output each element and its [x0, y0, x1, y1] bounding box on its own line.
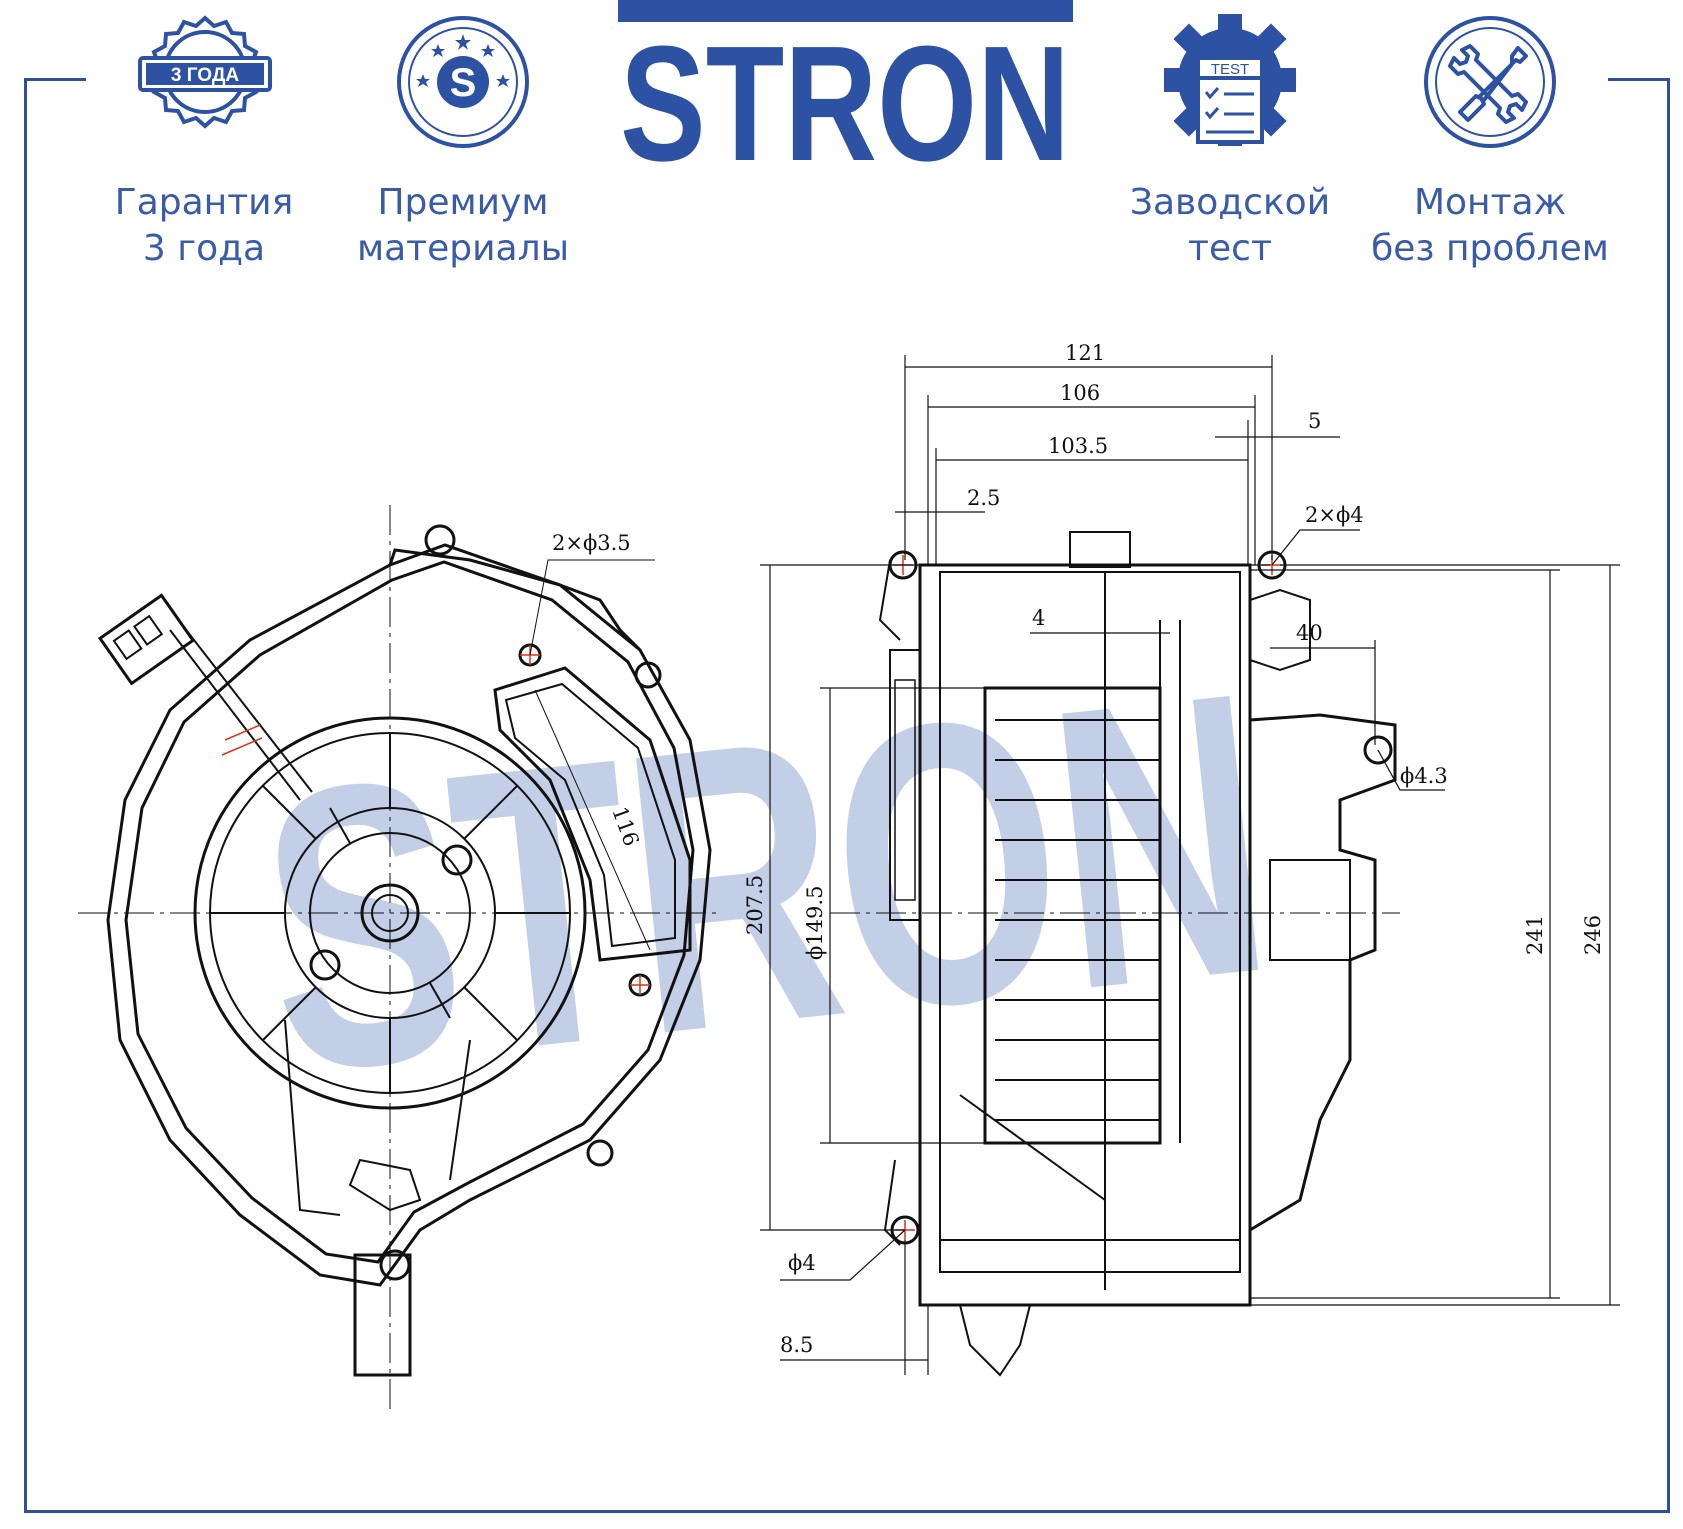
- factory-test-gear-icon: TEST: [1160, 8, 1300, 153]
- watermark-text: STRON: [245, 608, 1286, 1157]
- warranty-badge-text: 3 ГОДА: [171, 65, 239, 86]
- front-view: [78, 505, 720, 1410]
- feature-mounting: Монтаж без проблем: [1360, 180, 1620, 272]
- frame-top-right: [1608, 78, 1670, 81]
- frame-left: [24, 78, 27, 1513]
- stron-logo: STRON: [618, 0, 1073, 195]
- feature-warranty: Гарантия 3 года: [104, 180, 304, 272]
- frame-bottom: [24, 1510, 1670, 1513]
- feature-test-line1: Заводской: [1129, 182, 1331, 223]
- feature-warranty-line2: 3 года: [142, 228, 266, 269]
- feature-mounting-line1: Монтаж: [1413, 182, 1567, 223]
- feature-premium-line1: Премиум: [377, 182, 549, 223]
- dim-offset-left: 2.5: [967, 486, 1000, 510]
- feature-premium: Премиум материалы: [338, 180, 588, 272]
- dim-hole-right: ϕ4.3: [1400, 764, 1448, 788]
- dim-width-body: 106: [1060, 381, 1100, 405]
- dim-tab: 40: [1296, 621, 1323, 645]
- test-badge-text: TEST: [1211, 61, 1249, 78]
- dim-hole-bottom: ϕ4: [788, 1251, 816, 1275]
- warranty-seal-icon: 3 ГОДА: [130, 10, 280, 150]
- premium-badge-letter: S: [450, 61, 477, 105]
- dim-height-body: 241: [1523, 915, 1547, 955]
- premium-s-badge-icon: S: [393, 12, 533, 152]
- side-dimension-lines: [760, 355, 1620, 1375]
- dim-front-holes: 2×ϕ3.5: [552, 531, 631, 555]
- feature-test: Заводской тест: [1115, 180, 1345, 272]
- dim-height-mount: 207.5: [743, 875, 767, 935]
- feature-test-line2: тест: [1188, 228, 1272, 269]
- dim-offset-bottom: 8.5: [780, 1333, 813, 1357]
- feature-warranty-line1: Гарантия: [114, 182, 294, 223]
- feature-mounting-line2: без проблем: [1371, 228, 1609, 269]
- dim-holes-top: 2×ϕ4: [1305, 503, 1364, 527]
- dim-rib: 4: [1032, 606, 1045, 630]
- feature-premium-line2: материалы: [356, 228, 570, 269]
- technical-drawing: STRON: [0, 300, 1683, 1514]
- frame-top-left: [24, 78, 86, 81]
- logo-text: STRON: [620, 12, 1070, 165]
- dim-offset-right: 5: [1308, 409, 1321, 433]
- dim-fan-diameter: ϕ149.5: [803, 886, 827, 960]
- tools-wrench-screwdriver-icon: [1420, 12, 1560, 152]
- dim-height-overall: 246: [1581, 915, 1605, 955]
- dim-width-overall: 121: [1065, 341, 1105, 365]
- frame-right: [1667, 78, 1670, 1513]
- dim-width-inner: 103.5: [1048, 434, 1108, 458]
